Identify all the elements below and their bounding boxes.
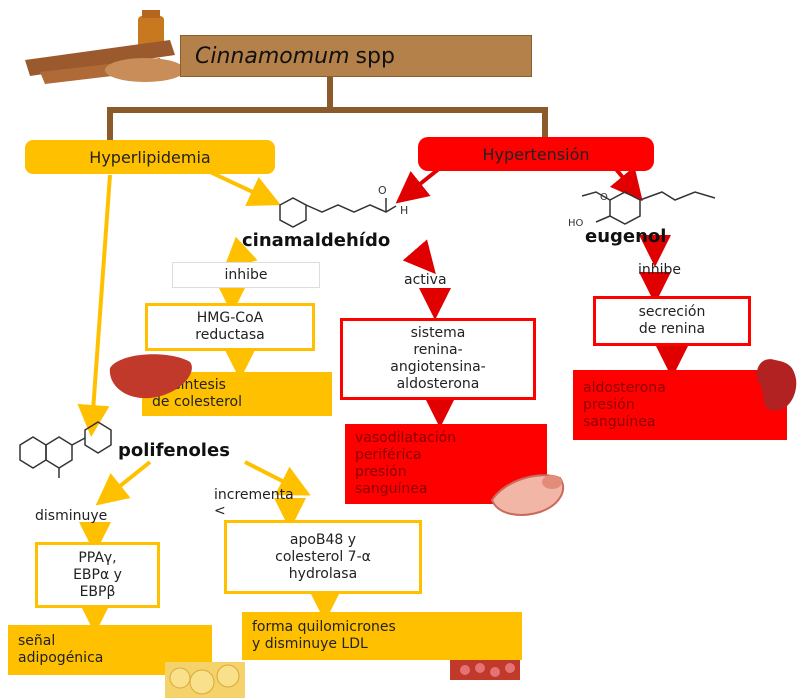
action-inhibe-cinamaldehido: inhibe	[172, 262, 320, 288]
box-aldosterona: aldosterona presión sanguínea	[573, 370, 787, 440]
box-apob48: apoB48 y colesterol 7-α hydrolasa	[224, 520, 422, 594]
yellow-arrows	[77, 170, 341, 634]
svg-text:H: H	[400, 204, 408, 217]
svg-text:O: O	[600, 192, 608, 203]
compound-polifenoles: polifenoles	[118, 440, 230, 461]
branch-hyperlipidemia: Hyperlipidemia	[25, 140, 275, 174]
svg-text:O: O	[378, 184, 387, 197]
compound-cinnamaldehyde: cinamaldehído	[242, 230, 391, 251]
box-hmg-coa: HMG-CoA reductasa	[145, 303, 315, 351]
tree-connector	[107, 77, 548, 140]
red-arrows	[395, 166, 688, 428]
box-ppar: PPAγ, EBPα y EBPβ	[35, 542, 160, 608]
action-disminuye: disminuye	[35, 508, 108, 524]
title-box: Cinnamomum spp	[180, 35, 532, 77]
box-forma-quilomicrones: forma quilomicrones y disminuye LDL	[242, 612, 522, 660]
compound-eugenol: eugenol	[585, 226, 667, 247]
action-activa: activa	[404, 272, 447, 288]
action-inhibe-eugenol: inhibe	[638, 262, 682, 278]
action-incrementa: incrementa <	[214, 487, 294, 519]
box-secrecion-renina: secreción de renina	[593, 296, 751, 346]
title-suffix: spp	[355, 43, 395, 69]
title-genus: Cinnamomum	[195, 43, 350, 69]
box-sistema-renina: sistema renina- angiotensina- aldosteron…	[340, 318, 536, 400]
branch-hypertension: Hypertensión	[418, 137, 654, 171]
svg-text:HO: HO	[568, 218, 584, 229]
